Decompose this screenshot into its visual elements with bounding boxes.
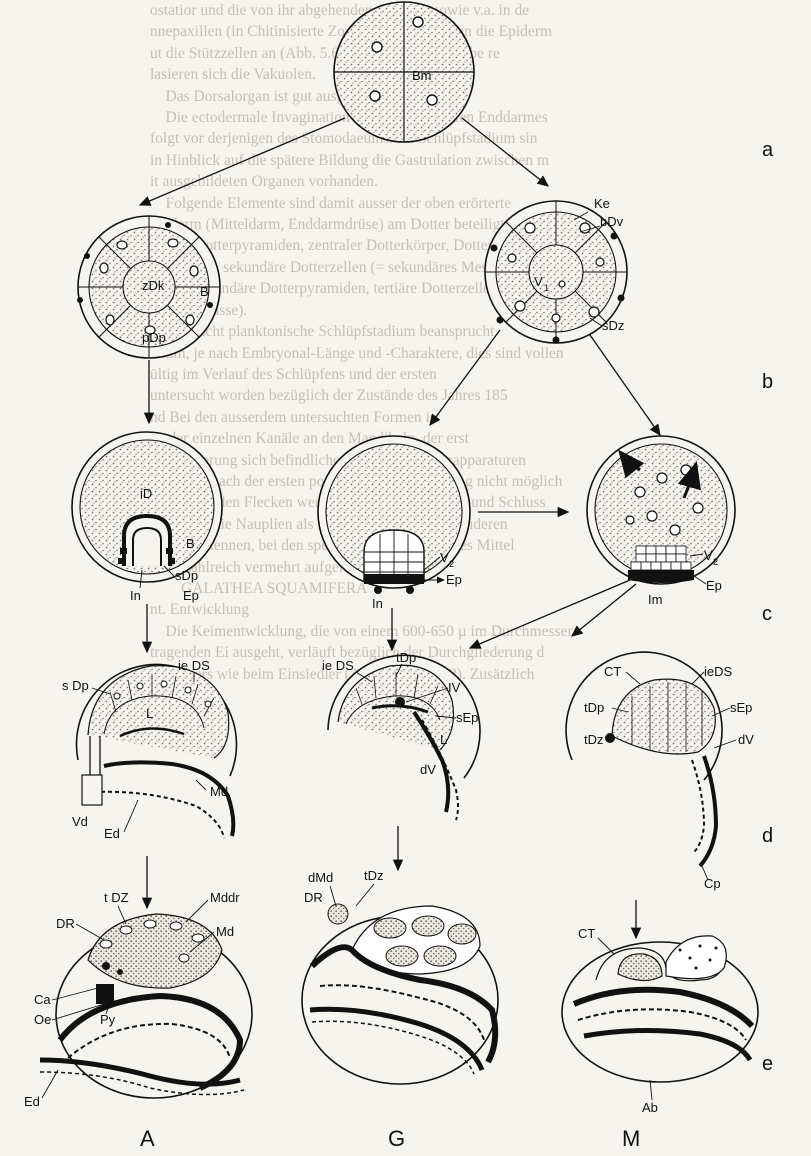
label-Ed: Ed	[104, 826, 120, 841]
row-label-a: a	[762, 139, 774, 161]
label-Md: Md	[216, 924, 234, 939]
row-label-c: c	[762, 603, 772, 625]
arrow-b-to-c-mid	[430, 330, 500, 425]
label-V2-sub: 2	[449, 559, 454, 569]
stage-b-right-vitellophages: Ke bDv V 1 sDz	[485, 196, 627, 344]
label-Cp: Cp	[704, 876, 721, 891]
label-Ep: Ep	[446, 572, 462, 587]
nucleus	[370, 91, 380, 101]
arrow-a-to-b-right	[462, 118, 548, 186]
label-Ep: Ep	[706, 578, 722, 593]
label-V2-sub: 2	[713, 557, 718, 567]
label-IV: IV	[448, 680, 461, 695]
stage-c-left-invagination: iD B In sDp Ep	[72, 432, 222, 603]
label-Bm: Bm	[412, 68, 432, 83]
arrow-b-to-c-right	[590, 335, 660, 435]
label-Mddr: Mddr	[210, 890, 240, 905]
column-label-A: A	[140, 1126, 155, 1151]
label-Ep: Ep	[183, 588, 199, 603]
label-dV: dV	[420, 762, 436, 777]
arrow-a-to-b-left	[140, 118, 345, 205]
label-tDp: tDp	[584, 700, 604, 715]
label-DR: DR	[304, 890, 323, 905]
stage-c-middle-invagination-V2: V 2 Ep In	[318, 436, 470, 611]
row-label-b: b	[762, 371, 773, 393]
label-DR: DR	[56, 916, 75, 931]
label-L: L	[146, 706, 153, 721]
label-Py: Py	[100, 1012, 116, 1027]
label-CT: CT	[604, 664, 621, 679]
label-sDp: sDp	[175, 568, 198, 583]
stage-d-M-embryo: CT ieDS tDp sEp tDz dV Cp	[566, 652, 754, 891]
label-sEp: sEp	[730, 700, 752, 715]
label-Ke: Ke	[594, 196, 610, 211]
nucleus	[372, 42, 382, 52]
label-dMd: dMd	[308, 870, 333, 885]
row-label-e: e	[762, 1053, 773, 1075]
label-sDp: s Dp	[62, 678, 89, 693]
label-Ca: Ca	[34, 992, 51, 1007]
stage-e-G-prelarva: dMd tDz DR	[302, 868, 498, 1084]
label-sDz: sDz	[602, 318, 624, 333]
label-tDz: tDz	[364, 868, 384, 883]
label-bDv: bDv	[600, 214, 624, 229]
label-pDp: pDp	[142, 330, 166, 345]
arrow-c-right-to-d-right	[572, 584, 636, 636]
column-label-G: G	[388, 1126, 405, 1151]
label-ieDS: ie DS	[178, 658, 210, 673]
arrow-c-right-to-d-mid	[470, 580, 630, 648]
label-B: B	[200, 284, 209, 299]
label-CT: CT	[578, 926, 595, 941]
row-label-d: d	[762, 825, 773, 847]
label-V2: V	[704, 548, 713, 563]
label-ieDS: ie DS	[322, 658, 354, 673]
label-B: B	[186, 536, 195, 551]
label-Ab: Ab	[642, 1100, 658, 1115]
label-In: In	[130, 588, 141, 603]
label-sEp: sEp	[456, 710, 478, 725]
label-Md: Md	[210, 784, 228, 799]
label-Im: Im	[648, 592, 662, 607]
label-L: L	[440, 732, 447, 747]
stage-d-G-embryo: ie DS tDp IV sEp L dV	[322, 650, 480, 820]
label-Ed: Ed	[24, 1094, 40, 1109]
stage-c-right-cell-migration: V 2 Im Ep	[587, 436, 735, 607]
label-ieDS: ieDS	[704, 664, 733, 679]
label-In: In	[372, 596, 383, 611]
nucleus	[413, 17, 423, 27]
label-iD: iD	[140, 486, 152, 501]
stage-b-left-superficial-cleavage: zDk B pDp	[77, 216, 220, 358]
label-tDz: tDz	[584, 732, 604, 747]
column-label-M: M	[622, 1126, 640, 1151]
label-V2: V	[440, 550, 449, 565]
label-V1: V	[534, 274, 543, 289]
label-tDp: tDp	[396, 650, 416, 665]
stage-e-M-prelarva: CT Ab	[562, 926, 758, 1115]
stage-d-A-embryo: s Dp ie DS L Vd Md Ed	[62, 658, 236, 841]
stage-a-blastomere-egg: Bm	[334, 2, 474, 142]
label-dV: dV	[738, 732, 754, 747]
label-V1-sub: 1	[544, 283, 549, 293]
label-zDk: zDk	[142, 278, 165, 293]
nucleus	[427, 95, 437, 105]
stage-e-A-prelarva: t DZ Mddr DR Md Ca Oe Py Ed	[24, 890, 252, 1109]
label-Vd: Vd	[72, 814, 88, 829]
label-Oe: Oe	[34, 1012, 51, 1027]
label-tDZ: t DZ	[104, 890, 129, 905]
